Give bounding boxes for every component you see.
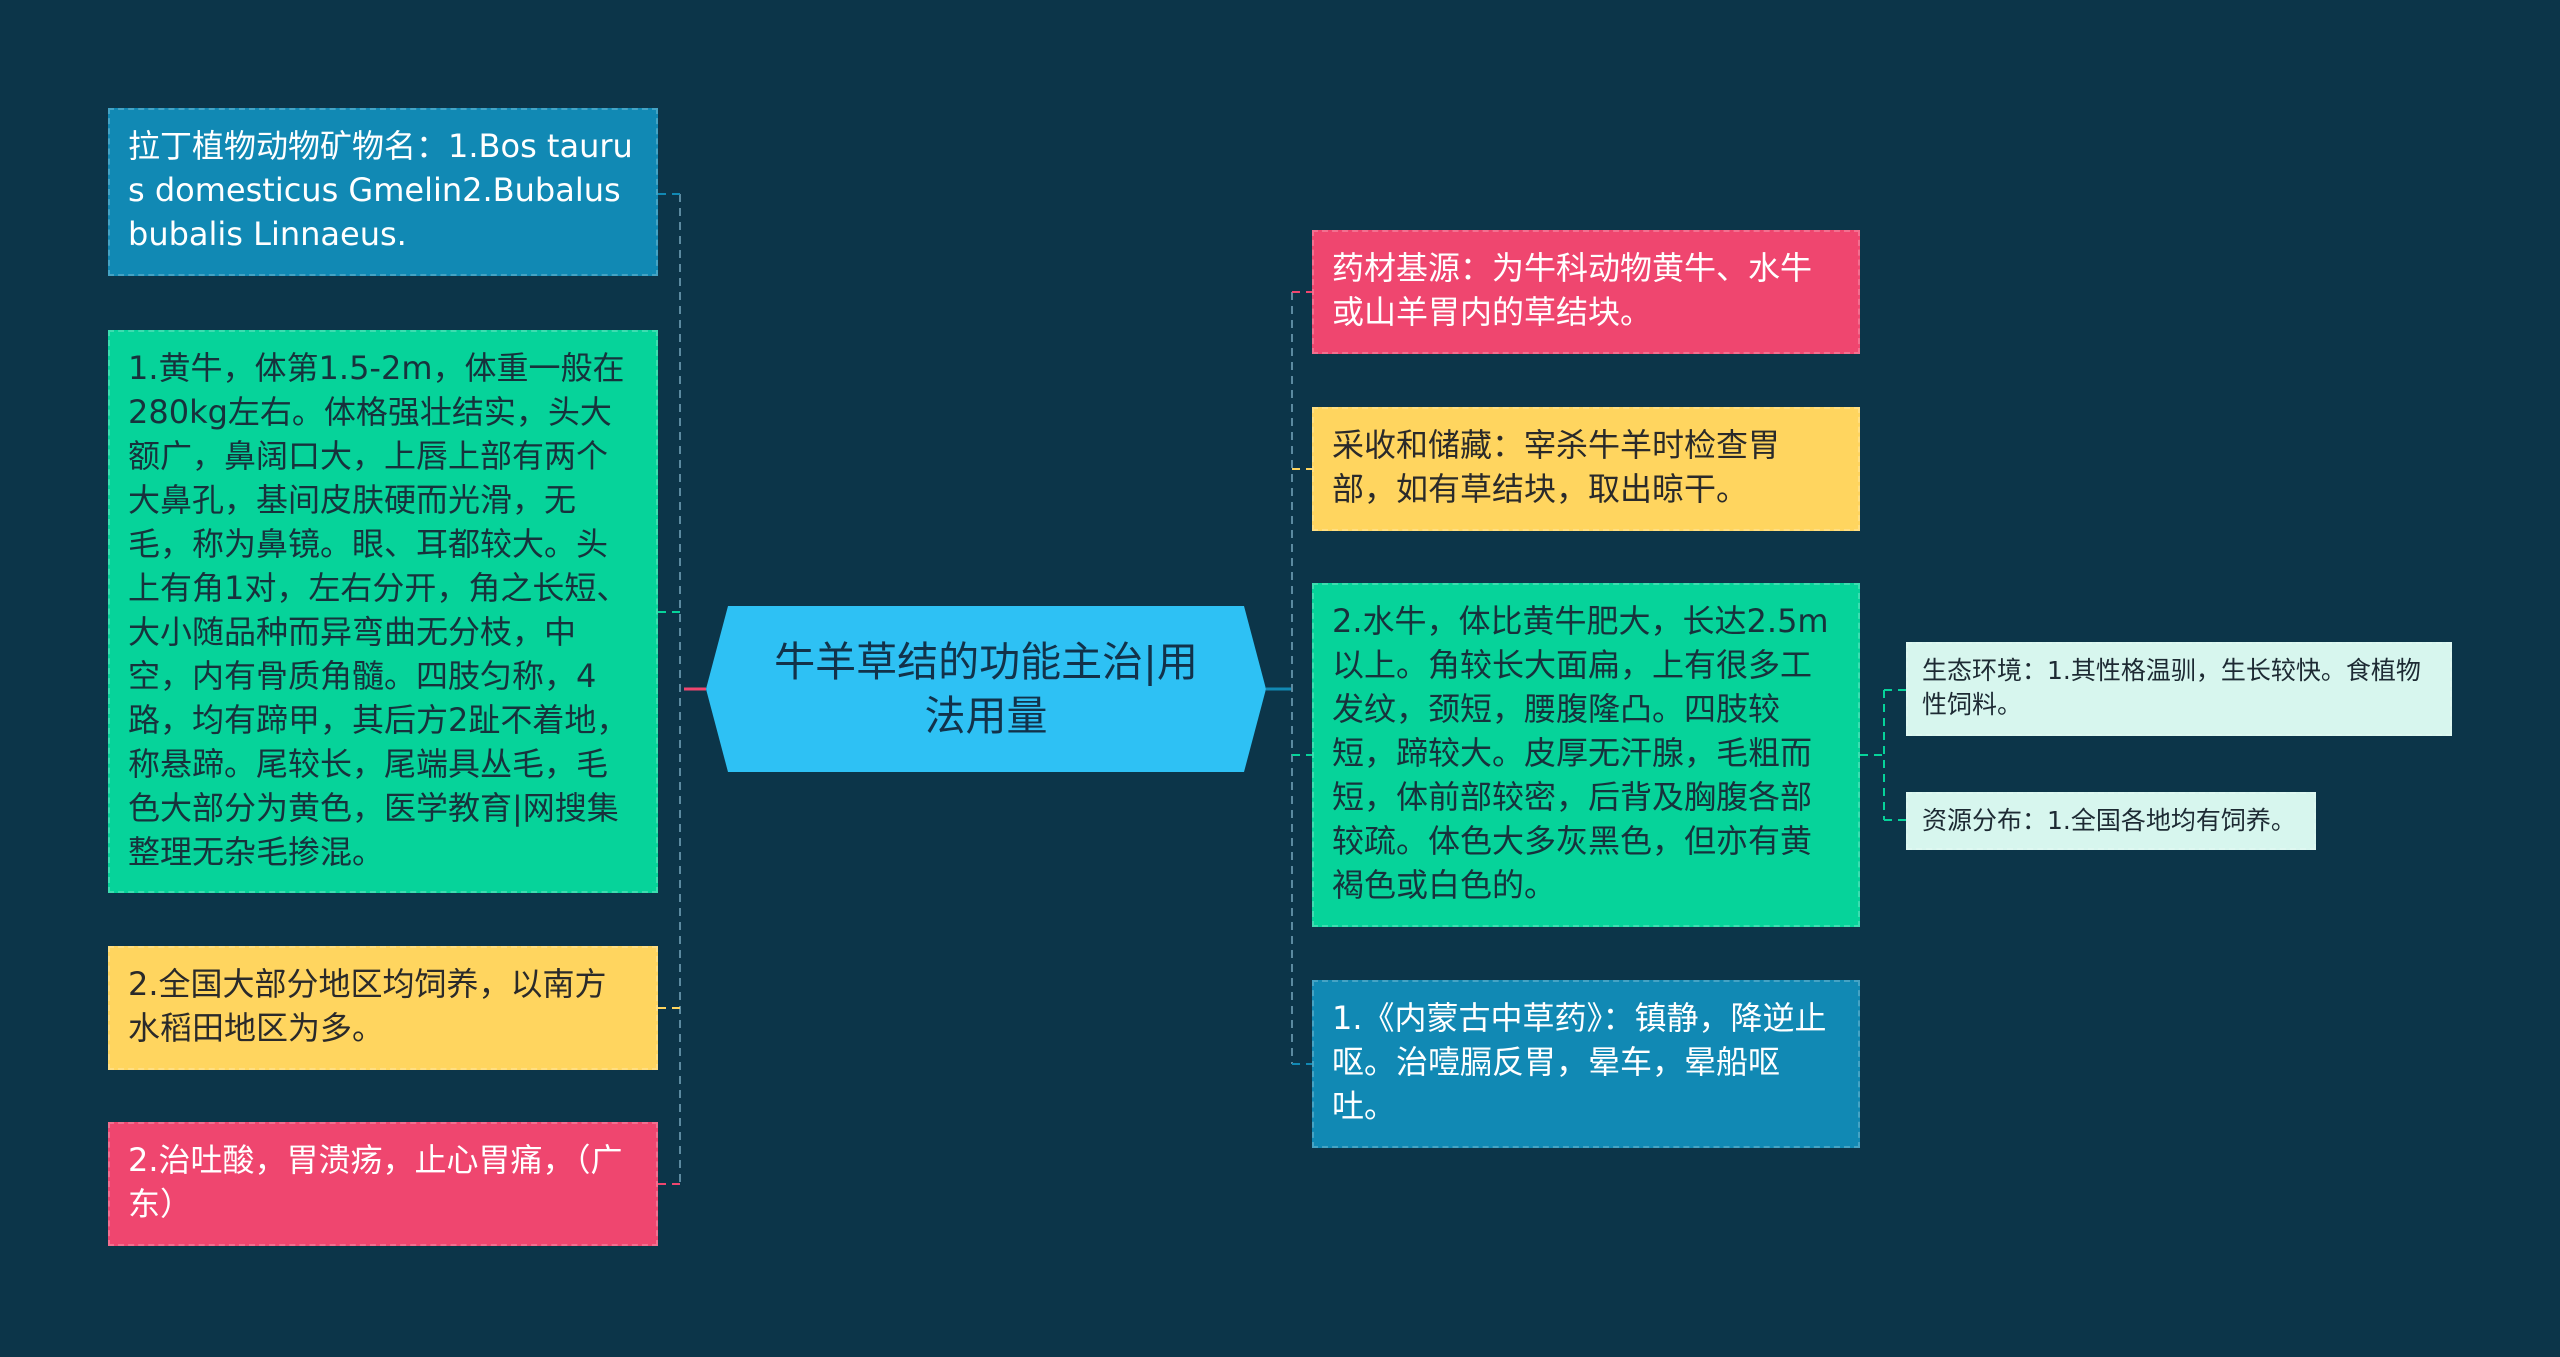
huangniu-description-node[interactable]: 1.黄牛，体第1.5-2m，体重一般在280kg左右。体格强壮结实，头大额广，鼻… bbox=[108, 330, 658, 893]
ecology-text: 生态环境：1.其性格温驯，生长较快。食植物性饲料。 bbox=[1922, 656, 2421, 719]
distribution-node[interactable]: 2.全国大部分地区均饲养，以南方水稻田地区为多。 bbox=[108, 946, 658, 1070]
latin-name-text: 拉丁植物动物矿物名：1.Bos taurus domesticus Gmelin… bbox=[128, 127, 633, 253]
resource-node[interactable]: 资源分布：1.全国各地均有饲养。 bbox=[1906, 792, 2316, 850]
ecology-node[interactable]: 生态环境：1.其性格温驯，生长较快。食植物性饲料。 bbox=[1906, 642, 2452, 736]
shuiniu-description-text: 2.水牛，体比黄牛肥大，长达2.5m以上。角较长大面扁，上有很多工发纹，颈短，腰… bbox=[1332, 602, 1829, 904]
huangniu-description-text: 1.黄牛，体第1.5-2m，体重一般在280kg左右。体格强壮结实，头大额广，鼻… bbox=[128, 349, 629, 871]
harvest-node[interactable]: 采收和储藏：宰杀牛羊时检查胃部，如有草结块，取出晾干。 bbox=[1312, 407, 1860, 531]
central-topic-label: 牛羊草结的功能主治|用法用量 bbox=[774, 638, 1198, 740]
central-topic[interactable]: 牛羊草结的功能主治|用法用量 bbox=[706, 606, 1266, 772]
neimenggu-text: 1.《内蒙古中草药》：镇静，降逆止呕。治噎膈反胃，晕车，晕船呕吐。 bbox=[1332, 999, 1827, 1125]
neimenggu-node[interactable]: 1.《内蒙古中草药》：镇静，降逆止呕。治噎膈反胃，晕车，晕船呕吐。 bbox=[1312, 980, 1860, 1148]
source-node[interactable]: 药材基源：为牛科动物黄牛、水牛或山羊胃内的草结块。 bbox=[1312, 230, 1860, 354]
treatment-text: 2.治吐酸，胃溃疡，止心胃痛，（广东） bbox=[128, 1141, 623, 1223]
shuiniu-description-node[interactable]: 2.水牛，体比黄牛肥大，长达2.5m以上。角较长大面扁，上有很多工发纹，颈短，腰… bbox=[1312, 583, 1860, 927]
treatment-node[interactable]: 2.治吐酸，胃溃疡，止心胃痛，（广东） bbox=[108, 1122, 658, 1246]
latin-name-node[interactable]: 拉丁植物动物矿物名：1.Bos taurus domesticus Gmelin… bbox=[108, 108, 658, 276]
resource-text: 资源分布：1.全国各地均有饲养。 bbox=[1922, 806, 2296, 835]
harvest-text: 采收和储藏：宰杀牛羊时检查胃部，如有草结块，取出晾干。 bbox=[1332, 426, 1781, 508]
central-topic-shape bbox=[706, 606, 1266, 772]
distribution-text: 2.全国大部分地区均饲养，以南方水稻田地区为多。 bbox=[128, 965, 607, 1047]
source-text: 药材基源：为牛科动物黄牛、水牛或山羊胃内的草结块。 bbox=[1332, 249, 1813, 331]
